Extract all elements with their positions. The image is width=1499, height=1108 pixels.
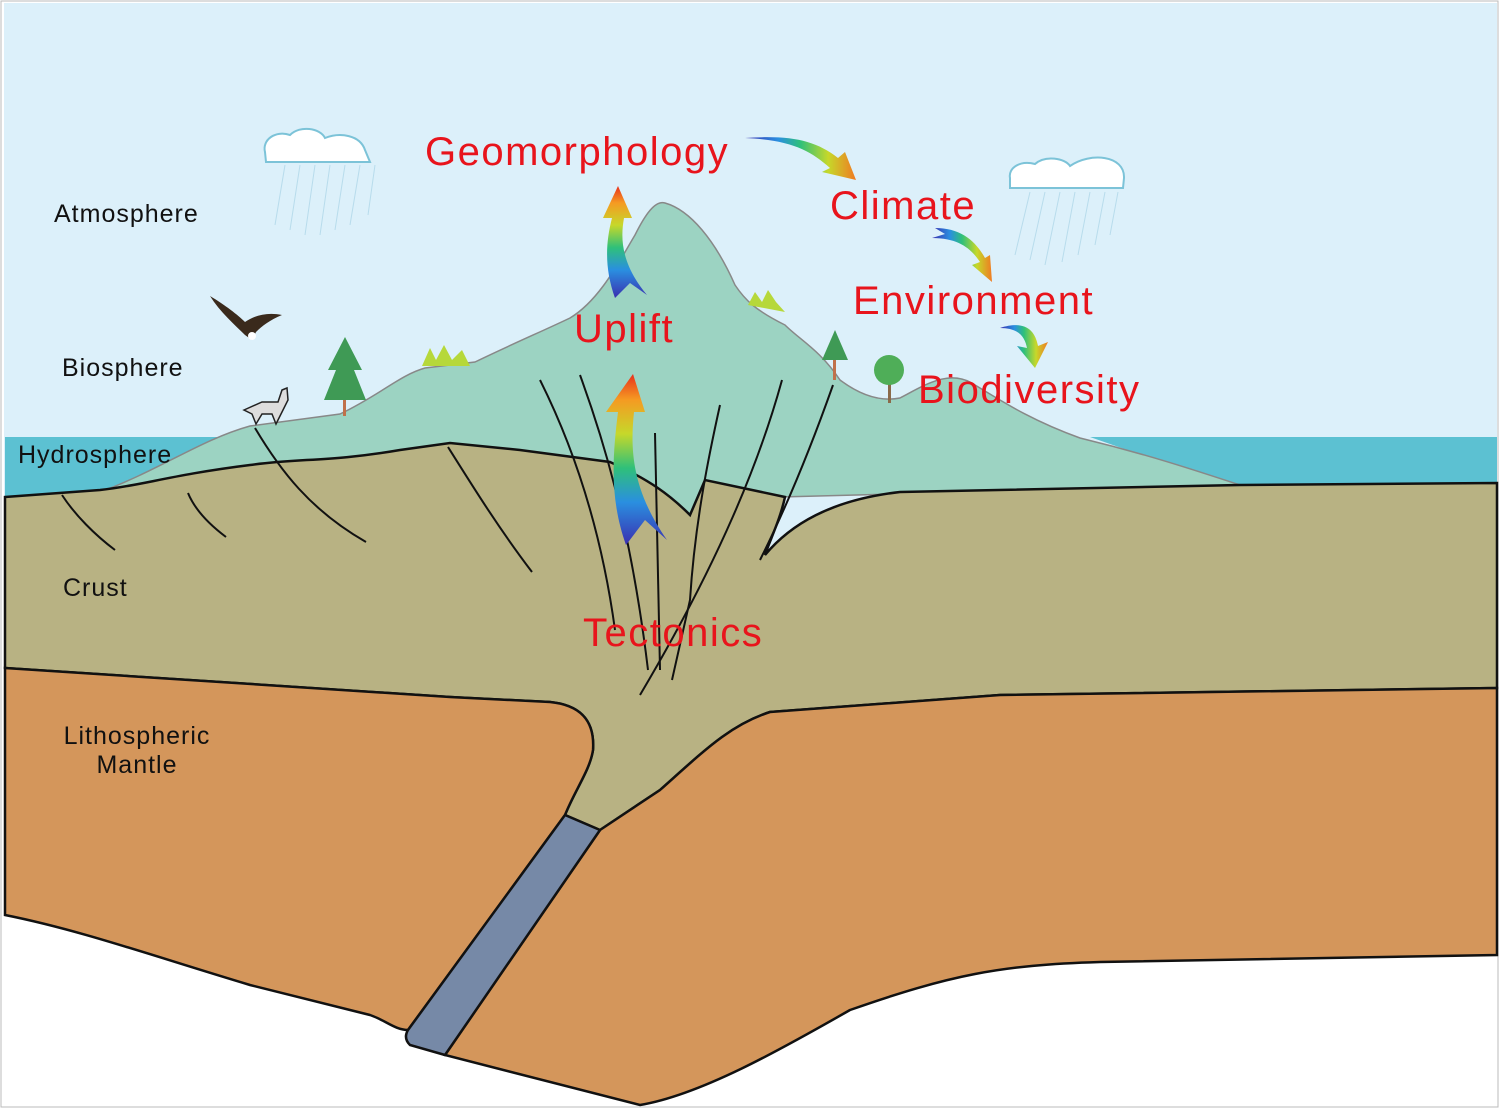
eagle-icon: [210, 296, 282, 340]
geomorphology-climate-arrow: [745, 137, 856, 180]
label-crust: Crust: [63, 574, 128, 602]
tree-icon: [324, 337, 366, 416]
wolf-icon: [242, 386, 289, 426]
label-hydrosphere: Hydrosphere: [18, 441, 173, 469]
tree-icon: [822, 330, 848, 380]
grass-icon: [422, 290, 785, 366]
environment-biodiversity-arrow: [1000, 325, 1048, 368]
label-mantle-line2: Mantle: [96, 751, 178, 779]
tectonics-uplift-arrow: [606, 374, 667, 545]
label-geomorphology: Geomorphology: [425, 130, 730, 174]
hydrosphere-sea-right: [1090, 437, 1497, 486]
label-uplift: Uplift: [574, 307, 675, 351]
label-biodiversity: Biodiversity: [918, 368, 1141, 412]
mantle-right: [442, 686, 1499, 1107]
rain-cloud-icon: [1008, 156, 1126, 266]
label-environment: Environment: [853, 279, 1095, 323]
hydrosphere-sea-left: [5, 437, 240, 498]
climate-environment-arrow: [932, 228, 992, 282]
mantle-left: [3, 666, 595, 1032]
label-tectonics: Tectonics: [583, 611, 764, 655]
label-climate: Climate: [830, 184, 977, 228]
tree-icon: [874, 355, 904, 403]
label-biosphere: Biosphere: [62, 354, 184, 382]
label-lithospheric-mantle: Lithospheric Mantle: [56, 722, 218, 780]
rain-cloud-icon: [263, 127, 376, 236]
label-atmosphere: Atmosphere: [54, 200, 199, 228]
label-mantle-line1: Lithospheric: [63, 722, 211, 750]
mountain-land: [99, 201, 1241, 516]
subducting-slab: [404, 813, 602, 1057]
uplift-arrow-upper: [603, 186, 647, 298]
